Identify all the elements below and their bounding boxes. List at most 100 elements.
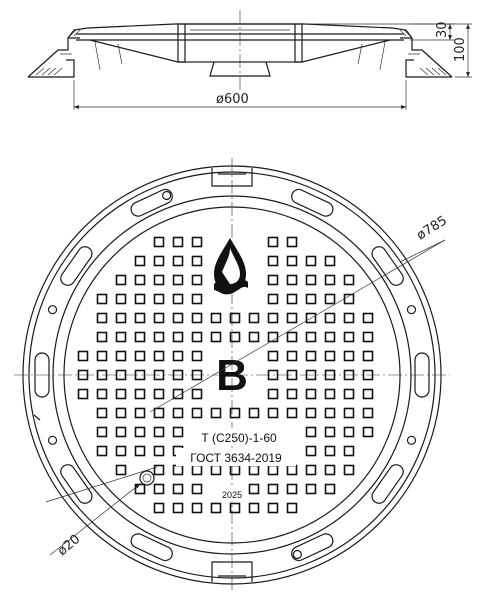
grid-square-hole: [267, 293, 279, 305]
grid-square-hole: [362, 407, 374, 419]
grid-square-hole: [343, 312, 355, 324]
load-class-marking: Т (С250)-1-60: [201, 431, 277, 445]
grid-square-hole: [286, 236, 298, 248]
grid-square-hole: [153, 388, 165, 400]
grid-square-hole: [172, 255, 184, 267]
grid-square-hole: [153, 236, 165, 248]
grid-square-hole: [343, 426, 355, 438]
grid-square-hole: [172, 350, 184, 362]
grid-square-hole: [267, 369, 279, 381]
grid-square-hole: [248, 407, 260, 419]
grid-square-hole: [343, 274, 355, 286]
grid-square-hole: [96, 445, 108, 457]
frame-bolt-hole: [292, 549, 302, 560]
water-drop-logo-icon: [214, 238, 248, 295]
grid-square-hole: [343, 350, 355, 362]
grid-square-hole: [115, 369, 127, 381]
grid-square-hole: [134, 350, 146, 362]
cover-height-dim: 30: [435, 21, 450, 38]
grid-square-hole: [191, 255, 203, 267]
grid-square-hole: [210, 502, 222, 514]
grid-square-hole: [153, 483, 165, 495]
grid-square-hole: [172, 369, 184, 381]
grid-square-hole: [172, 464, 184, 476]
grid-square-hole: [134, 426, 146, 438]
grid-square-hole: [134, 331, 146, 343]
grid-square-hole: [305, 388, 317, 400]
grid-square-hole: [229, 312, 241, 324]
frame-bolt-hole: [406, 305, 417, 315]
grid-square-hole: [267, 274, 279, 286]
frame-bolt-holes: [47, 190, 417, 560]
grid-square-hole: [172, 388, 184, 400]
grid-square-hole: [324, 483, 336, 495]
standard-marking: ГОСТ 3634-2019: [190, 451, 282, 465]
total-height-dim: 100: [453, 37, 468, 62]
grid-square-hole: [191, 388, 203, 400]
grid-square-hole: [362, 369, 374, 381]
grid-square-hole: [343, 407, 355, 419]
grid-square-hole: [286, 483, 298, 495]
grid-square-hole: [172, 426, 184, 438]
grid-square-hole: [267, 407, 279, 419]
grid-square-hole: [324, 293, 336, 305]
grid-square-hole: [96, 293, 108, 305]
grid-square-hole: [324, 445, 336, 457]
grid-square-hole: [324, 274, 336, 286]
grid-square-hole: [172, 502, 184, 514]
grid-square-hole: [286, 274, 298, 286]
grid-square-hole: [96, 331, 108, 343]
grid-square-hole: [248, 483, 260, 495]
grid-square-hole: [324, 331, 336, 343]
grid-square-hole: [248, 331, 260, 343]
grid-square-hole: [267, 312, 279, 324]
frame-slot: [371, 246, 404, 286]
grid-square-hole: [362, 388, 374, 400]
grid-square-hole: [191, 502, 203, 514]
frame-slot: [130, 533, 173, 562]
grid-square-hole: [286, 502, 298, 514]
frame-diameter-dim: ø785: [414, 213, 450, 243]
grid-square-hole: [248, 464, 260, 476]
grid-square-hole: [172, 331, 184, 343]
grid-square-hole: [134, 255, 146, 267]
frame-bolt-hole: [47, 435, 58, 445]
section-view: 30 100 ø600: [27, 10, 472, 110]
grid-square-hole: [362, 426, 374, 438]
grid-square-hole: [115, 426, 127, 438]
grid-square-hole: [286, 293, 298, 305]
grid-square-hole: [191, 350, 203, 362]
plan-view: B Т (С250)-1-60 ГОСТ 3634-2019 2025 ø785…: [14, 158, 450, 592]
grid-square-hole: [77, 369, 89, 381]
grid-square-hole: [286, 350, 298, 362]
grid-square-hole: [96, 369, 108, 381]
frame-slot: [130, 188, 173, 217]
frame-slot: [60, 246, 93, 286]
grid-square-hole: [191, 274, 203, 286]
grid-square-hole: [115, 445, 127, 457]
grid-square-hole: [153, 502, 165, 514]
grid-square-hole: [210, 464, 222, 476]
grid-square-hole: [153, 293, 165, 305]
grid-square-hole: [286, 388, 298, 400]
frame-bolt-hole: [162, 190, 172, 201]
grid-square-hole: [134, 293, 146, 305]
grid-square-hole: [77, 388, 89, 400]
grid-square-hole: [286, 312, 298, 324]
grid-square-hole: [267, 483, 279, 495]
grid-square-hole: [77, 350, 89, 362]
grid-square-hole: [324, 407, 336, 419]
grid-square-hole: [115, 274, 127, 286]
cover-diameter-dim: ø600: [216, 92, 249, 107]
grid-square-hole: [191, 293, 203, 305]
load-class-letter: B: [216, 351, 248, 400]
grid-square-hole: [153, 464, 165, 476]
grid-square-hole: [153, 274, 165, 286]
grid-square-hole: [267, 350, 279, 362]
grid-square-hole: [229, 502, 241, 514]
grid-square-hole: [134, 483, 146, 495]
grid-square-hole: [115, 464, 127, 476]
grid-square-hole: [134, 274, 146, 286]
year-marking: 2025: [222, 490, 242, 500]
grid-square-hole: [267, 502, 279, 514]
